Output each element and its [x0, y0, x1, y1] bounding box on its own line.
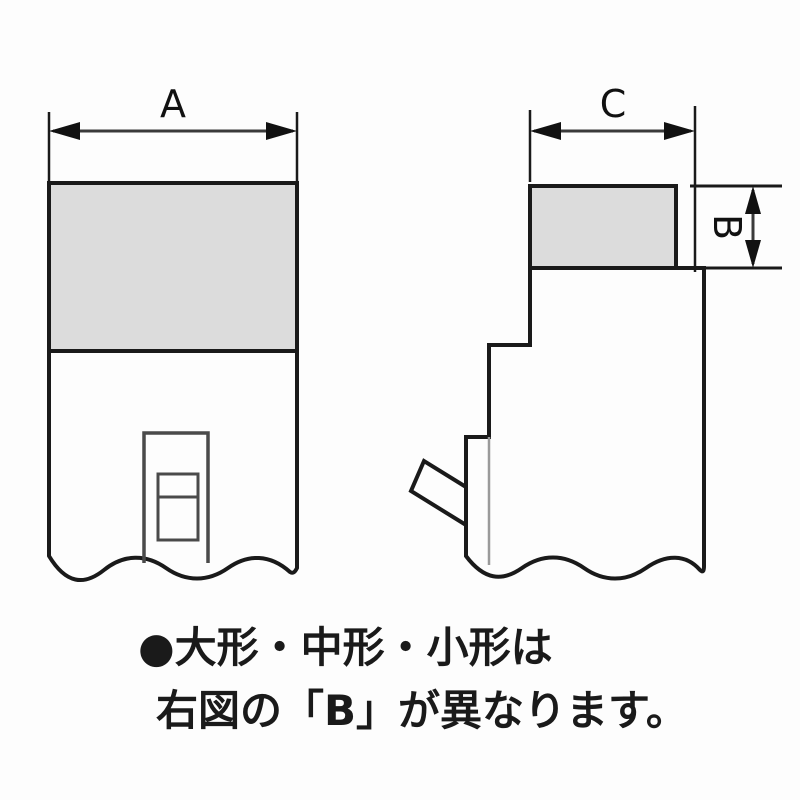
front-view-group: A: [47, 82, 299, 582]
note-line-1: ●大形・中形・小形は: [138, 623, 553, 672]
arrowhead-c-left: [530, 122, 561, 140]
arrowhead-a-right: [266, 122, 297, 140]
front-outer-slot: [142, 431, 210, 563]
arrowhead-a-left: [49, 122, 80, 140]
note-line-1-text: 大形・中形・小形は: [175, 623, 553, 672]
note-group: ●大形・中形・小形は 右図の「B」が異なります。: [138, 623, 688, 735]
dimension-label-a: A: [160, 82, 186, 126]
arrowhead-b-top: [745, 186, 761, 214]
side-view-group: C B: [408, 82, 782, 581]
note-bullet: ●: [138, 623, 175, 672]
side-lever-tab: [408, 458, 468, 529]
dimension-label-c: C: [600, 82, 627, 126]
arrowhead-c-right: [664, 122, 695, 140]
dimension-label-b: B: [705, 214, 749, 240]
side-shaded-block: [528, 184, 678, 270]
front-inner-slot: [156, 472, 200, 542]
side-profile-outline: [464, 184, 706, 581]
front-lower-body: [47, 349, 299, 582]
front-shaded-band: [47, 181, 299, 353]
note-line-2: 右図の「B」が異なります。: [156, 686, 688, 735]
arrowhead-b-bottom: [745, 240, 761, 268]
